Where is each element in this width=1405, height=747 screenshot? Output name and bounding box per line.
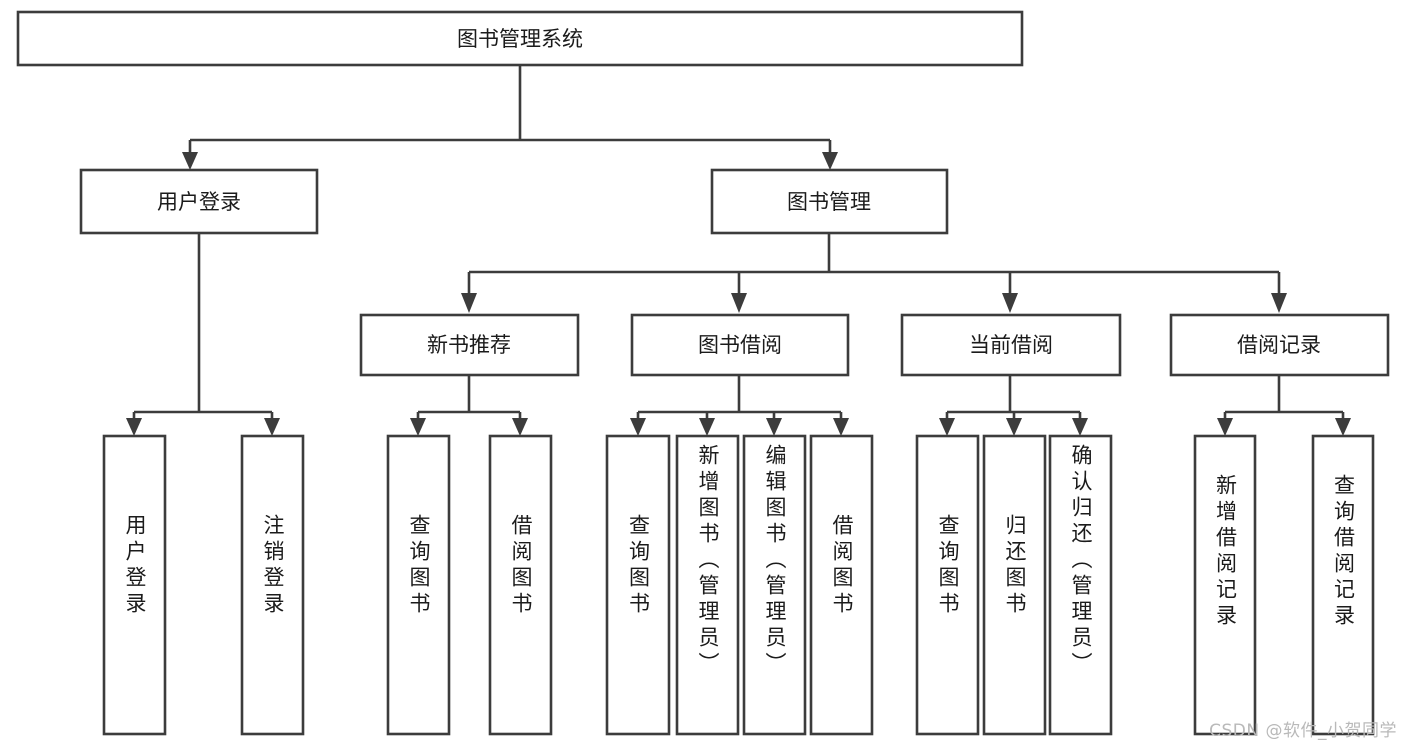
node-current-borrow[interactable] [900, 313, 1122, 377]
node-borrow-record-label: 借阅记录 [1237, 333, 1321, 357]
node-root-label: 图书管理系统 [457, 27, 583, 51]
node-new-book-rec-label: 新书推荐 [427, 333, 511, 357]
node-leaf-user-login[interactable] [102, 434, 167, 736]
arrow-leaf-borrow-book-2 [833, 418, 849, 436]
arrow-book-manage [822, 152, 838, 170]
node-book-borrow-label: 图书借阅 [698, 333, 782, 357]
node-root[interactable] [16, 10, 1024, 67]
arrow-book-borrow [731, 293, 747, 313]
arrow-leaf-user-login [126, 418, 142, 436]
arrow-leaf-add-record [1217, 418, 1233, 436]
node-leaf-edit-book[interactable] [742, 434, 807, 736]
node-leaf-query-record[interactable] [1311, 434, 1375, 736]
node-book-manage[interactable] [710, 168, 949, 235]
node-new-book-rec[interactable] [359, 313, 580, 377]
arrow-leaf-query-book-3 [939, 418, 955, 436]
edge-group [126, 65, 1351, 436]
node-user-login[interactable] [79, 168, 319, 235]
arrow-borrow-record [1271, 293, 1287, 313]
arrow-leaf-query-record [1335, 418, 1351, 436]
arrow-new-book-rec [461, 293, 477, 313]
arrow-leaf-add-book [699, 418, 715, 436]
node-leaf-add-record[interactable] [1193, 434, 1257, 736]
arrow-leaf-query-book-2 [630, 418, 646, 436]
node-leaf-borrow-book-1[interactable] [488, 434, 553, 736]
node-leaf-query-book-2[interactable] [605, 434, 671, 736]
node-leaf-confirm-return[interactable] [1048, 434, 1113, 736]
arrow-leaf-query-book-1 [410, 418, 426, 436]
arrow-leaf-edit-book [766, 418, 782, 436]
node-leaf-query-book-3[interactable] [915, 434, 980, 736]
node-leaf-logout[interactable] [240, 434, 305, 736]
node-current-borrow-label: 当前借阅 [969, 333, 1053, 357]
arrow-leaf-confirm-return [1072, 418, 1088, 436]
node-user-login-label: 用户登录 [157, 190, 241, 214]
arrow-leaf-logout [264, 418, 280, 436]
node-leaf-add-book[interactable] [675, 434, 740, 736]
node-book-manage-label: 图书管理 [787, 190, 871, 214]
node-leaf-return-book[interactable] [982, 434, 1047, 736]
node-group: 图书管理系统 用户登录 图书管理 新书推荐 图书借阅 当前借阅 借阅记录 [16, 10, 1390, 736]
arrow-user-login [182, 152, 198, 170]
node-book-borrow[interactable] [630, 313, 850, 377]
node-leaf-query-book-1[interactable] [386, 434, 451, 736]
node-borrow-record[interactable] [1169, 313, 1390, 377]
arrow-leaf-borrow-book-1 [512, 418, 528, 436]
arrow-current-borrow [1002, 293, 1018, 313]
arrow-leaf-return-book [1006, 418, 1022, 436]
node-leaf-borrow-book-2[interactable] [809, 434, 874, 736]
